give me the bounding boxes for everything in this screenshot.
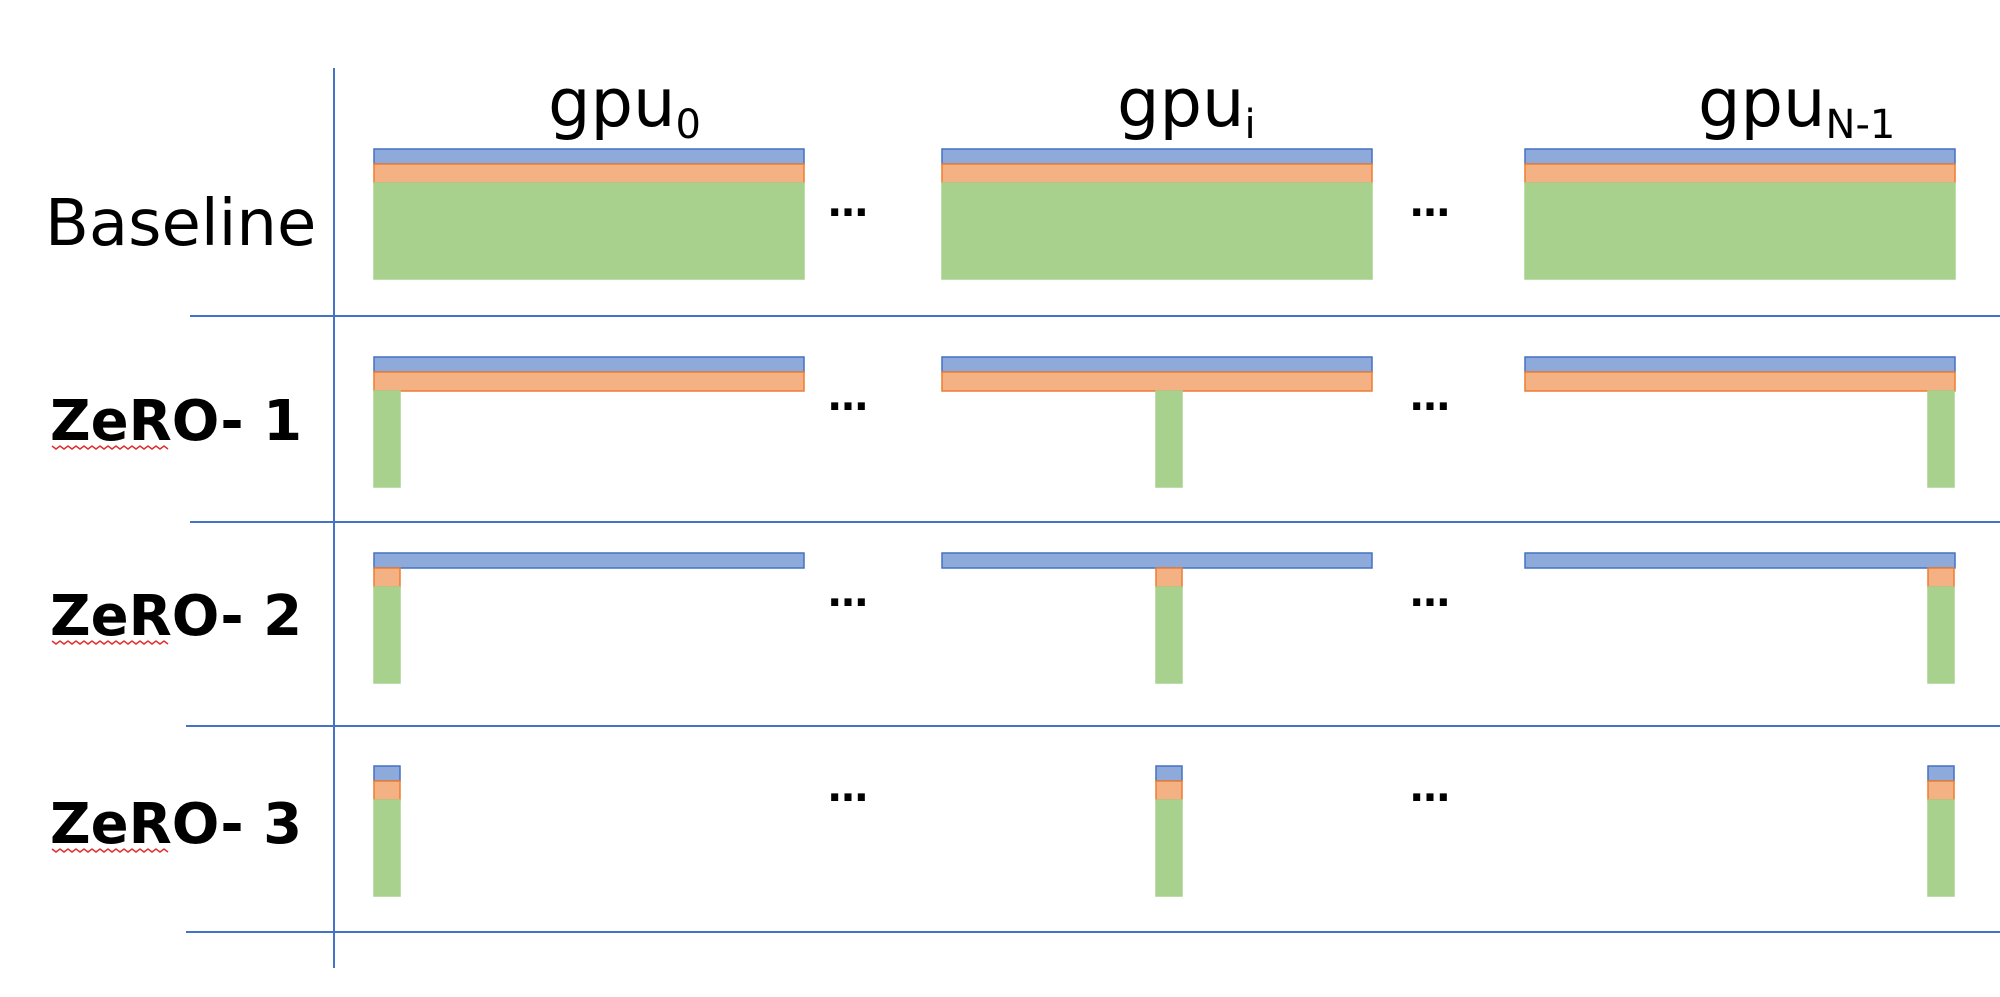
column-ellipses: … … … … … … … …	[828, 180, 1450, 811]
gradients-block	[941, 371, 1373, 392]
params-block	[373, 356, 805, 373]
gradients-block	[1524, 163, 1956, 184]
ellipsis-row-zero-2-left: …	[828, 570, 868, 616]
column-header-gpu-0: gpu0	[548, 64, 701, 148]
column-header-base: gpu	[1698, 64, 1826, 142]
gradients-block-shard	[1927, 567, 1955, 588]
gradients-block	[1524, 371, 1956, 392]
params-block	[1524, 552, 1956, 569]
grid-lines	[186, 68, 2000, 968]
column-header-subscript: N-1	[1826, 102, 1896, 148]
gradients-block-shard	[1155, 780, 1183, 801]
ellipsis-row-zero-1-left: …	[828, 374, 868, 420]
column-header-base: gpu	[1117, 64, 1245, 142]
gradients-block	[373, 371, 805, 392]
ellipsis-row-zero-1-right: …	[1410, 374, 1450, 420]
column-header-gpu-i: gpui	[1117, 64, 1256, 148]
spellcheck-squiggles	[51, 445, 169, 853]
row-label-zero-2: ZeRO- 2	[50, 584, 302, 649]
spellcheck-squiggle	[51, 445, 169, 450]
optimizer-states-block	[941, 182, 1373, 280]
row-label-zero-1: ZeRO- 1	[50, 389, 302, 454]
column-header-gpu-n-1: gpuN-1	[1698, 64, 1895, 148]
optimizer-states-block	[1524, 182, 1956, 280]
optimizer-states-block-shard	[1155, 799, 1183, 897]
optimizer-states-block-shard	[373, 390, 401, 488]
ellipsis-row-zero-3-right: …	[1410, 765, 1450, 811]
spellcheck-squiggle	[51, 640, 169, 645]
optimizer-states-block-shard	[1927, 390, 1955, 488]
row-label-zero-3: ZeRO- 3	[50, 792, 302, 857]
optimizer-states-block-shard	[1155, 586, 1183, 684]
row-labels: Baseline ZeRO- 1 ZeRO- 2 ZeRO- 3	[45, 187, 316, 857]
gradients-block	[941, 163, 1373, 184]
gradients-block	[373, 163, 805, 184]
column-header-subscript: i	[1245, 102, 1256, 148]
ellipsis-row-zero-2-right: …	[1410, 570, 1450, 616]
optimizer-states-block-shard	[373, 799, 401, 897]
params-block	[941, 148, 1373, 165]
column-headers: gpu0 gpui gpuN-1	[548, 64, 1895, 148]
params-block	[941, 552, 1373, 569]
gradients-block-shard	[373, 567, 401, 588]
params-block-shard	[373, 765, 401, 782]
optimizer-states-block-shard	[1155, 390, 1183, 488]
ellipsis-row-zero-3-left: …	[828, 765, 868, 811]
row-label-baseline: Baseline	[45, 187, 316, 261]
gradients-block-shard	[373, 780, 401, 801]
optimizer-states-block-shard	[1927, 799, 1955, 897]
params-block-shard	[1155, 765, 1183, 782]
gradients-block-shard	[1155, 567, 1183, 588]
params-block-shard	[1927, 765, 1955, 782]
optimizer-states-block-shard	[1927, 586, 1955, 684]
params-block	[373, 148, 805, 165]
optimizer-states-block-shard	[373, 586, 401, 684]
ellipsis-row-baseline-left: …	[828, 180, 868, 226]
params-block	[941, 356, 1373, 373]
params-block	[1524, 148, 1956, 165]
ellipsis-row-baseline-right: …	[1410, 180, 1450, 226]
memory-blocks	[373, 148, 1956, 897]
column-header-base: gpu	[548, 64, 676, 142]
gradients-block-shard	[1927, 780, 1955, 801]
spellcheck-squiggle	[51, 848, 169, 853]
params-block	[1524, 356, 1956, 373]
params-block	[373, 552, 805, 569]
column-header-subscript: 0	[676, 102, 701, 148]
optimizer-states-block	[373, 182, 805, 280]
